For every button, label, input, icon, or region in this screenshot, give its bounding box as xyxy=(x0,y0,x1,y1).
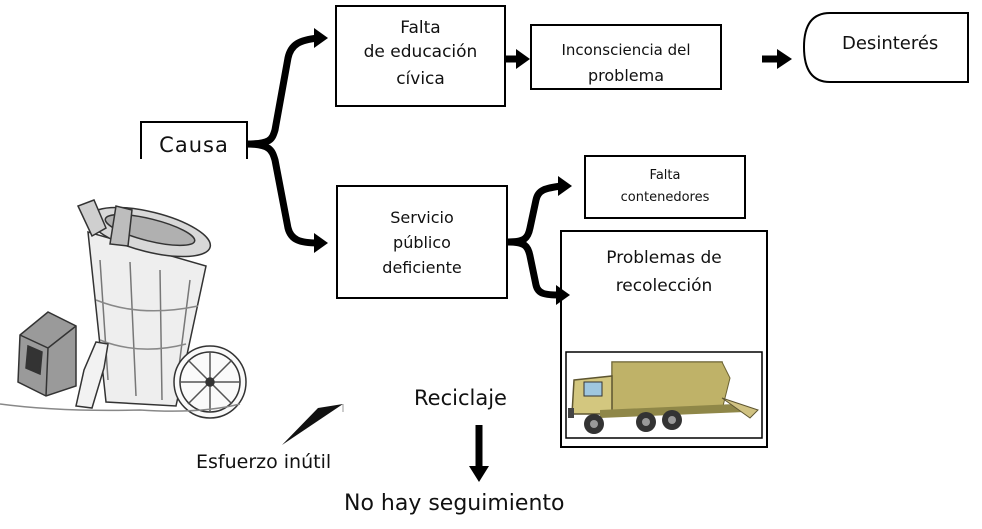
arrowhead-bottom xyxy=(314,233,328,253)
trash-can-icon xyxy=(0,199,247,419)
falta-educacion-line3: cívica xyxy=(396,69,445,89)
falta-educacion-line1: Falta xyxy=(400,18,441,38)
label-esfuerzo-inutil: Esfuerzo inútil xyxy=(196,451,332,473)
problemas-line2: recolección xyxy=(615,276,713,296)
falta-educacion-line2: de educación xyxy=(363,42,478,62)
inconsciencia-line2: problema xyxy=(587,66,664,85)
arrowhead-top xyxy=(314,28,328,48)
node-falta-educacion: Falta de educación cívica xyxy=(335,5,506,107)
esfuerzo-wedge xyxy=(282,404,343,445)
servicio-line3: deficiente xyxy=(382,257,462,277)
problemas-line1: Problemas de xyxy=(606,248,722,268)
node-problemas-recoleccion: Problemas de recolección xyxy=(560,230,768,448)
falta-contenedores-line2: contenedores xyxy=(620,190,710,205)
node-falta-contenedores: Falta contenedores xyxy=(584,155,746,219)
node-causa-text: Causa xyxy=(159,133,229,157)
servicio-line1: Servicio xyxy=(390,207,454,227)
falta-contenedores-line1: Falta xyxy=(649,168,681,183)
node-causa: Causa xyxy=(140,121,248,159)
servicio-line2: público xyxy=(393,232,451,252)
desinteres-shape xyxy=(802,12,969,83)
node-desinteres: Desinterés xyxy=(842,33,939,54)
node-servicio: Servicio público deficiente xyxy=(336,185,508,299)
inconsciencia-line1: Inconsciencia del xyxy=(561,41,691,59)
node-inconsciencia: Inconsciencia del problema xyxy=(530,24,722,90)
servicio-brace xyxy=(507,182,563,246)
garbage-truck-icon xyxy=(565,351,763,439)
label-no-hay-seguimiento: No hay seguimiento xyxy=(344,491,565,516)
causa-brace xyxy=(245,34,319,148)
label-reciclaje: Reciclaje xyxy=(414,386,507,410)
